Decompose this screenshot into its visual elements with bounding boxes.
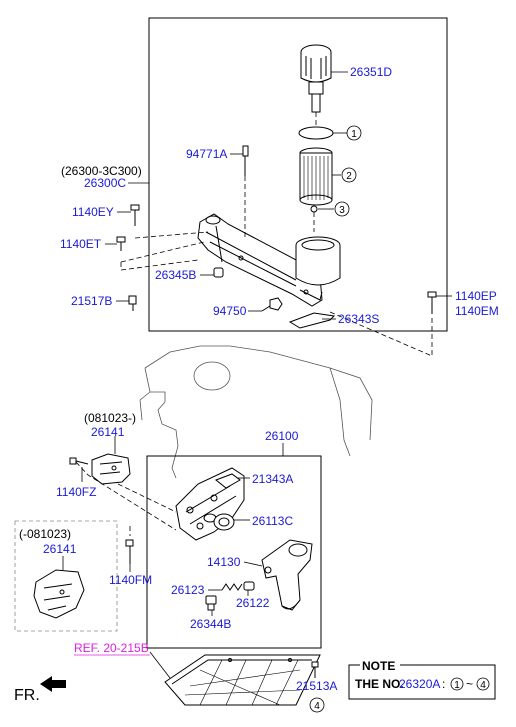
callout-1: 1: [346, 125, 362, 141]
housing-gasket: [288, 312, 336, 329]
note-code: 26320A: [399, 677, 440, 691]
bolt-1140EY: [130, 204, 140, 226]
label-26344B: 26344B: [190, 617, 231, 631]
label-94771A: 94771A: [186, 147, 227, 161]
pin: [242, 145, 249, 176]
label-1140FM: 1140FM: [109, 573, 152, 587]
label-081023-old: (-081023): [19, 527, 71, 541]
drain-plug: [311, 661, 319, 678]
oil-pump-frame: [146, 455, 322, 649]
label-ref-20-215B[interactable]: REF. 20-215B: [74, 641, 149, 655]
bolt-1140FZ: [69, 457, 89, 465]
o-ring: [298, 126, 334, 140]
filter-module-frame: [148, 17, 448, 332]
note-to: 4: [480, 680, 486, 691]
label-26141-new: 26141: [91, 425, 125, 439]
note-prefix: THE NO.: [355, 677, 404, 691]
bolt-1140ET: [116, 236, 126, 251]
label-26141-old: 26141: [43, 542, 77, 556]
oil-pan: [164, 654, 321, 706]
label-26300-3C300: (26300-3C300): [61, 164, 142, 178]
chain-cover-new: [91, 453, 131, 485]
label-26300C: 26300C: [84, 176, 126, 190]
label-1140ET: 1140ET: [60, 237, 102, 251]
svg-text:3: 3: [339, 205, 345, 216]
callout-4: 4: [309, 697, 325, 713]
plug: [213, 267, 224, 278]
front-indicator-label: FR.: [14, 687, 40, 704]
bolt-1140EP: [427, 291, 437, 314]
label-1140EY: 1140EY: [72, 205, 114, 219]
note-tilde: ~: [466, 677, 473, 691]
label-1140FZ: 1140FZ: [56, 485, 96, 499]
label-14130: 14130: [207, 555, 241, 569]
label-081023-new: (081023-): [84, 411, 136, 425]
note-box: NOTE THE NO. 26320A : 1 ~ 4: [348, 659, 496, 700]
label-1140EM: 1140EM: [455, 304, 499, 318]
callout-3: 3: [334, 201, 350, 217]
svg-text:1: 1: [351, 129, 357, 140]
relief-plunger: [243, 581, 255, 591]
front-arrow-icon: [40, 676, 66, 692]
old-part-box: [14, 520, 118, 632]
relief-spring: [221, 583, 243, 591]
small-seal: [310, 205, 318, 213]
label-26100: 26100: [265, 429, 299, 443]
filter-element: [299, 147, 333, 206]
bolt-1140FM: [125, 539, 134, 564]
filter-housing: [197, 213, 341, 307]
label-94750: 94750: [213, 304, 247, 318]
note-title: NOTE: [362, 659, 395, 673]
label-26123: 26123: [171, 583, 205, 597]
label-21513A: 21513A: [296, 679, 337, 693]
svg-text:4: 4: [314, 701, 320, 712]
relief-plug: [205, 595, 217, 611]
oil-pressure-sensor: [261, 297, 283, 312]
chain-cover-old: [33, 569, 85, 619]
oil-strainer: [261, 539, 313, 611]
label-26122: 26122: [236, 596, 270, 610]
label-21517B: 21517B: [71, 294, 112, 308]
bolt-21517B: [128, 295, 137, 311]
label-26343S: 26343S: [338, 312, 379, 326]
label-26351D: 26351D: [350, 65, 392, 79]
label-26345B: 26345B: [155, 268, 196, 282]
filter-cap: [300, 44, 332, 113]
callout-2: 2: [341, 167, 357, 183]
label-26113C: 26113C: [252, 514, 293, 528]
label-1140EP: 1140EP: [455, 289, 497, 303]
svg-text:2: 2: [346, 171, 352, 182]
pump-ring: [213, 513, 235, 531]
oil-pump-body: [175, 467, 245, 541]
note-colon: :: [442, 677, 445, 691]
engine-block-outline: [139, 345, 373, 479]
label-21343A: 21343A: [252, 472, 293, 486]
pump-gasket: [215, 473, 241, 489]
note-from: 1: [454, 680, 460, 691]
